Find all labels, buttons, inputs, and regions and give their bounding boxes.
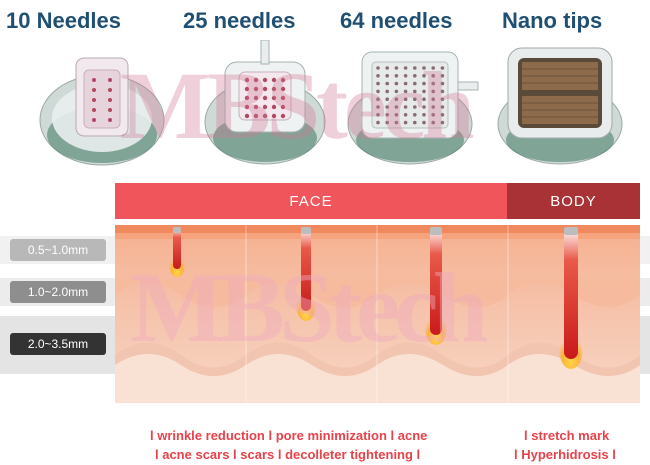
cartridge-headers: 10 Needles 25 needles 64 needles Nano ti… [0,0,650,44]
face-uses-line-1: l wrinkle reduction l pore minimization … [150,428,428,443]
cartridge-10-needles-image [39,57,165,166]
needle-2 [296,227,316,321]
header-10-needles: 10 Needles [6,8,121,33]
body-uses-line-2: l Hyperhidrosis l [514,447,616,462]
cartridge-nano-tips-image [497,47,623,165]
header-64-needles: 64 needles [340,8,453,33]
skin-cross-section [115,225,640,403]
cartridge-images [0,40,650,175]
face-uses-line-2: l acne scars l scars l decolleter tighte… [155,447,421,462]
cartridge-64-needles-image [347,51,479,165]
watermark-logo: MBStech [120,52,475,159]
watermark-logo-chart: MBStech [130,252,488,363]
treatment-depth-chart: FACE BODY [115,183,640,403]
body-uses-line-1: l stretch mark [524,428,610,443]
depth-label-1: 0.5~1.0mm [10,239,106,261]
needle-3 [425,227,447,345]
needle-1 [169,227,185,277]
depth-label-2: 1.0~2.0mm [10,281,106,303]
usage-labels: l wrinkle reduction l pore minimization … [0,425,650,465]
needle-4 [559,227,583,369]
cartridge-25-needles-image [204,40,326,165]
header-nano-tips: Nano tips [502,8,603,33]
body-bar: BODY [507,183,640,219]
depth-label-3: 2.0~3.5mm [10,333,106,355]
header-25-needles: 25 needles [183,8,296,33]
face-bar: FACE [115,183,507,219]
